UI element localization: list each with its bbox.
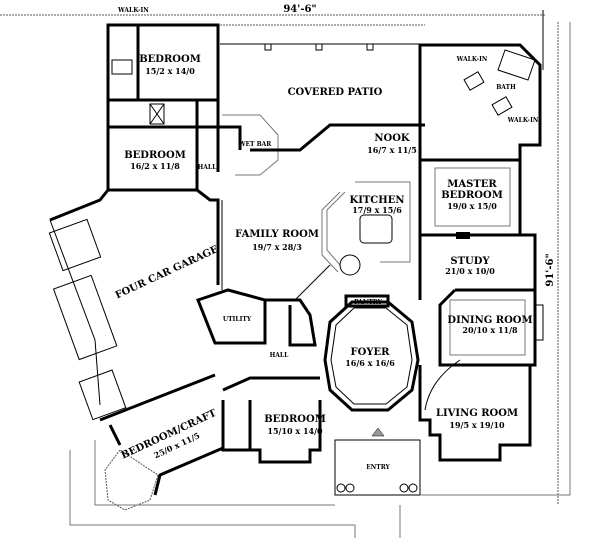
hall-label: HALL xyxy=(270,352,290,359)
walk-in-nw-label: WALK-IN xyxy=(117,7,149,14)
covered-patio-label: COVERED PATIO xyxy=(288,87,383,98)
study-label: STUDY xyxy=(450,256,490,267)
depth-dimension: 91'-6" xyxy=(545,253,556,286)
room-labels: WALK-IN BEDROOM 15/2 x 14/0 BEDROOM 16/2… xyxy=(114,7,539,471)
nook-size: 16/7 x 11/5 xyxy=(367,145,417,155)
walk-in-1-label: WALK-IN xyxy=(456,56,488,63)
bedroom-s-label: BEDROOM xyxy=(264,414,326,425)
dimension-lines: 94'-6" 91'-6" xyxy=(0,4,559,505)
bath-label: BATH xyxy=(496,84,516,91)
family-room-size: 19/7 x 28/3 xyxy=(252,242,302,252)
wet-bar-label: WET BAR xyxy=(238,141,273,148)
living-room-label: LIVING ROOM xyxy=(436,408,518,419)
garage-label: FOUR CAR GARAGE xyxy=(114,244,221,302)
living-room-size: 19/5 x 19/10 xyxy=(449,420,505,430)
dining-room-size: 20/10 x 11/8 xyxy=(462,325,518,335)
master-bedroom-label-2: BEDROOM xyxy=(441,190,503,201)
family-room-label: FAMILY ROOM xyxy=(235,229,319,240)
kitchen-size: 17/9 x 15/6 xyxy=(352,205,402,215)
master-bedroom-label-1: MASTER xyxy=(447,179,497,190)
study-size: 21/0 x 10/0 xyxy=(445,266,495,276)
bedroom-nw-label: BEDROOM xyxy=(139,54,201,65)
bedroom-w-size: 16/2 x 11/8 xyxy=(130,161,180,171)
bedroom-s-size: 15/10 x 14/0 xyxy=(267,426,323,436)
walk-in-2-label: WALK-IN xyxy=(507,117,539,124)
utility-label: UTILITY xyxy=(223,316,252,323)
width-dimension: 94'-6" xyxy=(283,4,316,15)
entry-label: ENTRY xyxy=(366,464,390,471)
bedroom-nw-size: 15/2 x 14/0 xyxy=(145,66,195,76)
pantry-label: PANTRY xyxy=(354,299,382,306)
kitchen-label: KITCHEN xyxy=(350,195,405,206)
foyer-size: 16/6 x 16/6 xyxy=(345,358,395,368)
nook-label: NOOK xyxy=(374,133,410,144)
walls xyxy=(48,22,571,538)
dining-room-label: DINING ROOM xyxy=(447,315,532,326)
foyer-label: FOYER xyxy=(351,347,391,358)
bedroom-w-label: BEDROOM xyxy=(124,150,186,161)
hall-w-label: HALL xyxy=(198,164,218,171)
master-bedroom-size: 19/0 x 15/0 xyxy=(447,201,497,211)
